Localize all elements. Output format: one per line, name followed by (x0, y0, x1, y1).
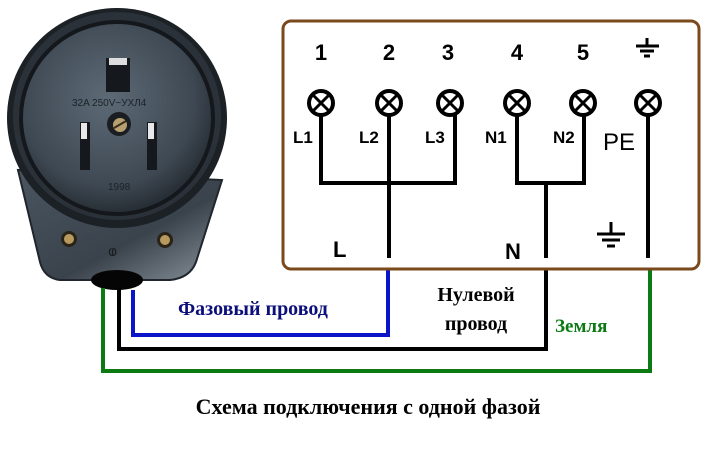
terminal-screw-icon (375, 89, 403, 117)
terminal-label-l1: L1 (293, 128, 313, 147)
phase-wire-label: Фазовый провод (178, 298, 328, 320)
socket-logo-icon: ⱷ (108, 244, 117, 260)
terminal-label-n1: N1 (485, 128, 507, 147)
terminal-label-l2: L2 (359, 128, 379, 147)
ground-symbol-icon (636, 38, 659, 58)
terminal-screws (307, 89, 662, 117)
diagram-caption: Схема подключения с одной фазой (196, 394, 541, 419)
neutral-wire-label-line1: Нулевой (437, 284, 514, 306)
socket-marking: 32A 250V~УХЛ4 (72, 98, 147, 109)
phase-wire (131, 258, 390, 337)
terminal-screw-icon (436, 89, 464, 117)
terminal-number-3: 3 (442, 40, 454, 65)
power-socket-image: 32A 250V~УХЛ4 1998 ⱷ (7, 8, 227, 290)
terminal-label-n2: N2 (553, 128, 575, 147)
terminal-numbers: 1 2 3 4 5 (315, 40, 589, 65)
terminal-number-4: 4 (511, 40, 524, 65)
phase-bus-label: L (333, 237, 346, 262)
terminal-screw-icon (307, 89, 335, 117)
terminal-label-l3: L3 (425, 128, 445, 147)
ground-wire (101, 258, 652, 373)
socket-year: 1998 (108, 182, 131, 193)
ground-wire-label: Земля (555, 316, 607, 337)
terminal-screw-icon (569, 89, 597, 117)
terminal-number-1: 1 (315, 40, 327, 65)
terminal-label-pe: PE (603, 129, 635, 156)
terminal-number-2: 2 (383, 40, 395, 65)
terminal-screw-icon (634, 89, 662, 117)
terminal-number-5: 5 (577, 40, 589, 65)
neutral-bus-label: N (505, 239, 521, 264)
ground-bus-symbol-icon (597, 222, 625, 248)
neutral-wire-label-line2: провод (445, 313, 507, 335)
neutral-wire (117, 258, 548, 351)
internal-wiring (319, 110, 650, 258)
terminal-screw-icon (503, 89, 531, 117)
external-wires (101, 258, 652, 373)
terminal-labels: L1 L2 L3 N1 N2 PE (293, 128, 635, 156)
